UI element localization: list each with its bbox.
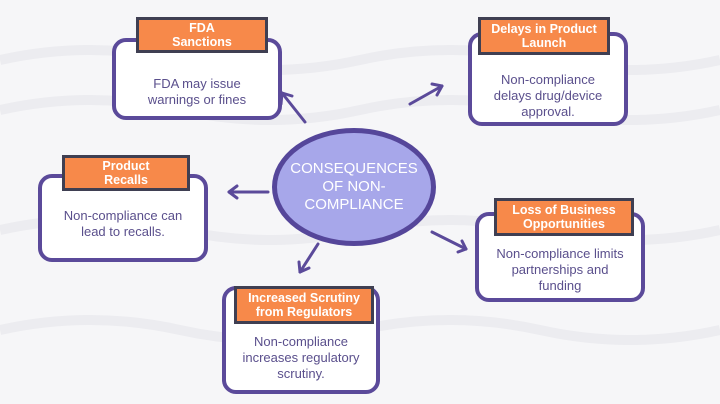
node-increased-scrutiny-text: Non-compliance increases regulatory scru… [242,334,360,381]
arrow-to-loss [430,230,468,254]
node-loss-of-business-title: Loss of Business Opportunities [494,198,634,236]
node-increased-scrutiny-title: Increased Scrutiny from Regulators [234,286,374,324]
arrow-to-recalls [227,184,270,200]
arrow-to-scrutiny [297,242,320,274]
node-product-recalls-text: Non-compliance can lead to recalls. [63,208,183,239]
node-fda-sanctions-text: FDA may issue warnings or fines [147,76,247,107]
node-delays-product-launch-title: Delays in Product Launch [478,17,610,55]
center-consequences: CONSEQUENCES OF NON-COMPLIANCE [272,128,436,246]
node-fda-sanctions-title: FDA Sanctions [136,17,268,53]
center-label: CONSEQUENCES OF NON-COMPLIANCE [290,160,418,213]
arrow-to-delays [408,82,444,106]
node-loss-of-business-text: Non-compliance limits partnerships and f… [496,246,624,293]
node-product-recalls-title: Product Recalls [62,155,190,191]
node-delays-product-launch-text: Non-compliance delays drug/device approv… [493,72,603,119]
